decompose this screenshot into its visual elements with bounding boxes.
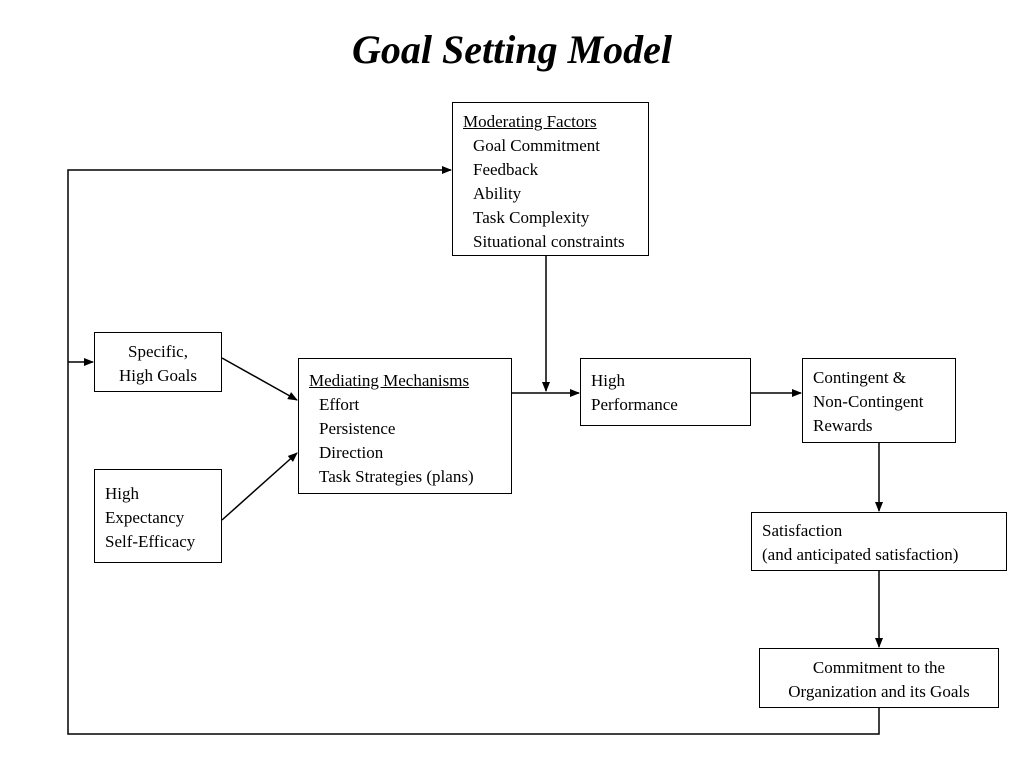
moderating-factor-item: Feedback (473, 160, 539, 179)
expectancy-line: Self-Efficacy (105, 532, 196, 551)
mediating-mechanism-item: Task Strategies (plans) (319, 467, 474, 486)
moderating-factor-item: Situational constraints (473, 232, 625, 251)
specific-goals-line: Specific, (128, 342, 188, 361)
commitment-line: Organization and its Goals (788, 682, 970, 701)
performance-line: High (591, 371, 625, 390)
moderating-factor-item: Ability (473, 184, 522, 203)
rewards-line: Contingent & (813, 368, 907, 387)
arrow-goals-to-mediating (221, 357, 298, 401)
rewards-line: Non-Contingent (813, 392, 924, 411)
mediating-mechanism-item: Persistence (319, 419, 396, 438)
satisfaction-box: Satisfaction (and anticipated satisfacti… (751, 512, 1007, 571)
feedback-loop-line (67, 166, 880, 735)
moderating-factors-box: Moderating Factors Goal Commitment Feedb… (452, 102, 649, 256)
arrow-efficacy-to-mediating (221, 452, 298, 521)
specific-goals-line: High Goals (119, 366, 197, 385)
satisfaction-line: Satisfaction (762, 521, 843, 540)
mediating-mechanisms-box: Mediating Mechanisms Effort Persistence … (298, 358, 512, 494)
moderating-factor-item: Task Complexity (473, 208, 590, 227)
commitment-box: Commitment to the Organization and its G… (759, 648, 999, 708)
satisfaction-line: (and anticipated satisfaction) (762, 545, 959, 564)
rewards-box: Contingent & Non-Contingent Rewards (802, 358, 956, 443)
specific-goals-box: Specific, High Goals (94, 332, 222, 392)
expectancy-line: High (105, 484, 139, 503)
moderating-factor-item: Goal Commitment (473, 136, 601, 155)
mediating-mechanisms-header: Mediating Mechanisms (309, 371, 470, 390)
page-title: Goal Setting Model (351, 27, 673, 72)
expectancy-line: Expectancy (105, 508, 185, 527)
mediating-mechanism-item: Direction (319, 443, 384, 462)
performance-box: High Performance (580, 358, 751, 426)
expectancy-box: High Expectancy Self-Efficacy (94, 469, 222, 563)
rewards-line: Rewards (813, 416, 873, 435)
commitment-line: Commitment to the (812, 658, 946, 677)
moderating-factors-header: Moderating Factors (463, 112, 597, 131)
performance-line: Performance (591, 395, 678, 414)
mediating-mechanism-item: Effort (319, 395, 360, 414)
